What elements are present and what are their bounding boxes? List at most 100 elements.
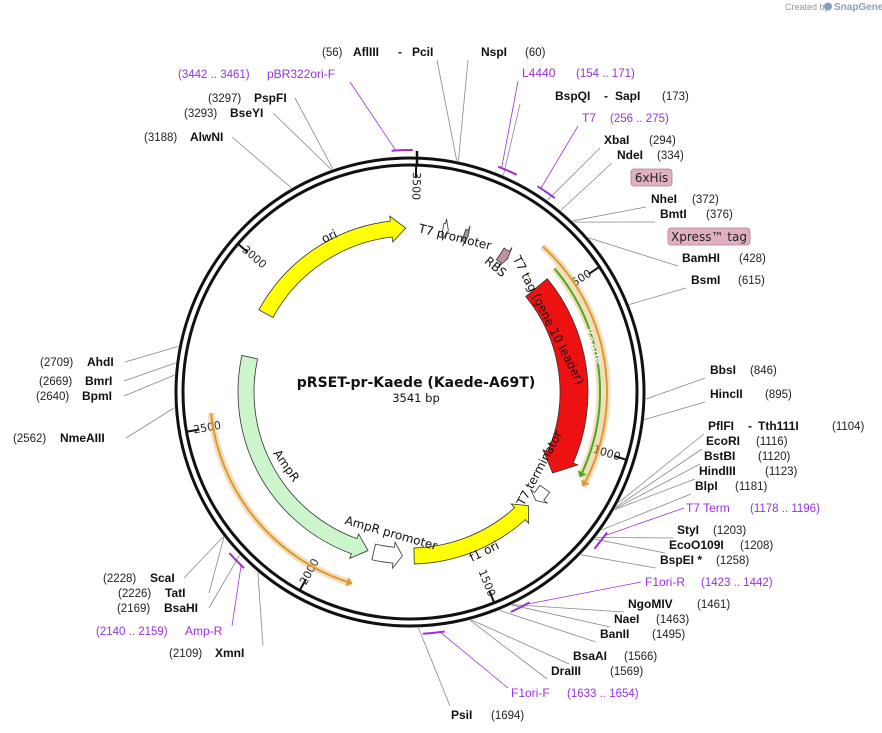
enzyme-pos-hincii: (895): [765, 389, 792, 401]
enzyme-pos-draiii: (1569): [610, 666, 643, 678]
leader-bamhi: [588, 237, 679, 267]
enzyme-bspei[interactable]: BspEI *: [660, 553, 702, 567]
leader-bsahi: [208, 555, 240, 609]
enzyme-sep-bspqi: -: [604, 89, 608, 103]
enzyme-bpmi[interactable]: BpmI: [82, 389, 112, 403]
leader-ngomiv: [512, 604, 625, 613]
feature-t7-tag-gene-10-leader-: [495, 247, 513, 268]
enzyme-pos-ecoo109i: (1208): [740, 540, 773, 552]
leader-alwni: [231, 136, 292, 189]
enzyme-bsaai[interactable]: BsaAI: [573, 649, 607, 663]
enzyme-scai[interactable]: ScaI: [150, 571, 175, 585]
leader-draiii: [469, 619, 548, 680]
enzyme-pcii[interactable]: PciI: [412, 45, 433, 59]
enzyme-nspi[interactable]: NspI: [481, 45, 507, 59]
enzyme-bspqi[interactable]: BspQI: [555, 89, 590, 103]
enzyme-sapi[interactable]: SapI: [615, 89, 640, 103]
enzyme-pos-blpi: (1181): [735, 481, 768, 493]
enzyme-bseyi[interactable]: BseYI: [230, 106, 263, 120]
feature-ampr: [237, 354, 369, 560]
primer-t7[interactable]: T7: [582, 111, 596, 125]
primer-t7-term[interactable]: T7 Term: [686, 501, 730, 515]
enzyme-hincii[interactable]: HincII: [710, 387, 743, 401]
primer-f1ori-f[interactable]: F1ori-F: [511, 686, 550, 700]
enzyme-psii[interactable]: PsiI: [451, 708, 472, 722]
backbone-outer: [174, 156, 646, 628]
enzyme-bsmi[interactable]: BsmI: [691, 273, 720, 287]
primer-mark-l4440: [497, 165, 518, 176]
enzyme-bmri[interactable]: BmrI: [85, 374, 112, 388]
feature-label-t7-promoter: T7 promoter: [416, 221, 493, 253]
enzyme-xmni[interactable]: XmnI: [215, 646, 244, 660]
enzyme-pos-bstbi: (1120): [758, 451, 791, 463]
enzyme-pos-bsmi: (615): [738, 275, 765, 287]
primer-range-f1ori-r: (1423 .. 1442): [701, 577, 773, 589]
plasmid-name: pRSET-pr-Kaede (Kaede-A69T): [297, 375, 535, 391]
enzyme-xbai[interactable]: XbaI: [604, 133, 629, 147]
enzyme-banii[interactable]: BanII: [600, 627, 629, 641]
leader-banii: [499, 610, 597, 643]
ruler-tick-1000: [613, 455, 626, 461]
enzyme-pspfi[interactable]: PspFI: [254, 91, 287, 105]
enzyme-ngomiv[interactable]: NgoMIV: [628, 597, 673, 611]
ruler-tick-label-3000: 3000: [239, 243, 269, 271]
leader-bsmi: [629, 287, 687, 305]
enzyme-pos-bamhi: (428): [739, 253, 766, 265]
enzyme-pos-afliii: (56): [322, 47, 343, 59]
enzyme-pos-bspei: (1258): [716, 555, 749, 567]
enzyme-bsahi[interactable]: BsaHI: [164, 601, 198, 615]
primer-labels: (3442 .. 3461) pBR322ori-F L4440 (154 ..…: [96, 66, 820, 700]
enzyme-pos-ndei: (334): [657, 150, 684, 162]
leader-naei: [511, 604, 611, 628]
primer-range-amp-r: (2140 .. 2159): [96, 626, 168, 638]
enzyme-naei[interactable]: NaeI: [614, 612, 639, 626]
enzyme-blpi[interactable]: BlpI: [695, 479, 718, 493]
enzyme-tati[interactable]: TatI: [165, 586, 185, 600]
enzyme-nhei[interactable]: NheI: [651, 192, 677, 206]
feature-rbs: [461, 225, 471, 247]
enzyme-pflfi[interactable]: PflFI: [708, 419, 734, 433]
enzyme-ndei[interactable]: NdeI: [617, 148, 643, 162]
enzyme-pos-banii: (1495): [652, 629, 685, 641]
enzyme-ahdi[interactable]: AhdI: [87, 355, 114, 369]
primer-pbr322ori-f[interactable]: pBR322ori-F: [267, 67, 335, 81]
leader-pflfi: [618, 433, 705, 503]
enzyme-labels: (56) AflIII - PciI NspI (60) BspQI - Sap…: [13, 45, 865, 722]
primer-f1ori-r[interactable]: F1ori-R: [645, 575, 685, 589]
enzyme-bmti[interactable]: BmtI: [660, 207, 687, 221]
enzyme-draiii[interactable]: DraIII: [551, 664, 581, 678]
enzyme-alwni[interactable]: AlwNI: [190, 130, 223, 144]
primer-amp-r[interactable]: Amp-R: [185, 624, 223, 638]
orf-arc-1: [553, 267, 602, 478]
enzyme-nmeaiii[interactable]: NmeAIII: [60, 431, 105, 445]
enzyme-bamhi[interactable]: BamHI: [682, 251, 720, 265]
enzyme-pos-bspqi: (173): [662, 91, 689, 103]
leader-bspei: [580, 554, 657, 569]
primer-mark-t7-term: [593, 531, 608, 550]
enzyme-pos-psii: (1694): [491, 710, 524, 722]
primer-range-t7-term: (1178 .. 1196): [750, 503, 820, 515]
ruler-tick-500: [588, 266, 600, 275]
enzyme-hindiii[interactable]: HindIII: [699, 464, 736, 478]
leader-xmni: [257, 572, 264, 647]
enzyme-styi[interactable]: StyI: [677, 523, 699, 537]
enzyme-ecoo109i[interactable]: EcoO109I: [669, 538, 724, 552]
primer-l4440[interactable]: L4440: [522, 66, 556, 80]
enzyme-pos-bmri: (2669): [39, 376, 72, 388]
leader-afliii: [436, 59, 458, 161]
primer-leader-amp-r: [231, 565, 242, 627]
enzyme-tth111i[interactable]: Tth111I: [758, 419, 799, 433]
feature-ori: [258, 215, 407, 319]
primer-leader-t7: [540, 125, 579, 189]
primer-range-t7: (256 .. 275): [610, 113, 669, 125]
enzyme-ecori[interactable]: EcoRI: [706, 434, 740, 448]
primer-mark-amp-r: [228, 552, 245, 569]
enzyme-pos-ngomiv: (1461): [697, 599, 730, 611]
enzyme-bstbi[interactable]: BstBI: [704, 449, 735, 463]
enzyme-pos-ahdi: (2709): [40, 357, 73, 369]
tag-xpress-label: Xpress™ tag: [671, 230, 747, 244]
enzyme-bbsi[interactable]: BbsI: [710, 363, 736, 377]
primer-marks: [228, 80, 685, 689]
enzyme-afliii[interactable]: AflIII: [353, 45, 379, 59]
